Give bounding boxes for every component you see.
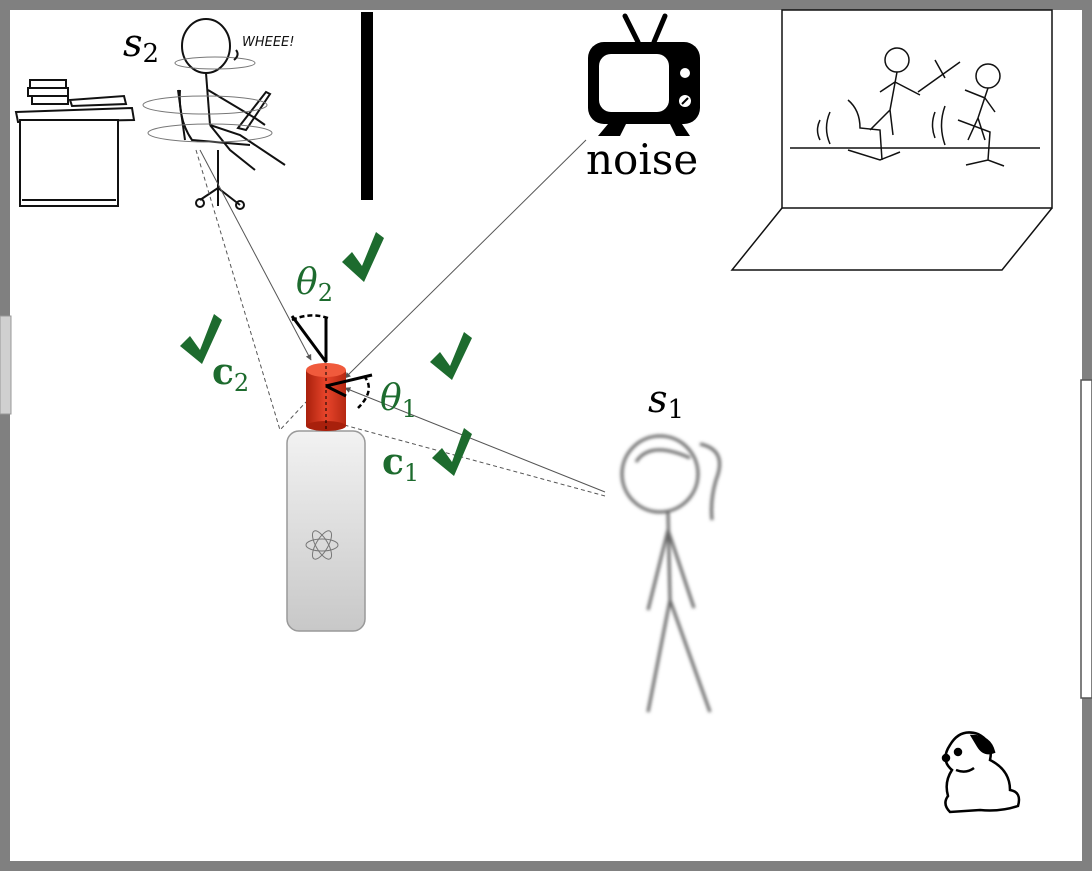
microphone-array: [306, 330, 346, 431]
tv-icon: [588, 13, 700, 136]
smart-speaker-device: [286, 430, 366, 632]
label-theta2: θ2: [296, 262, 333, 307]
atom-icon: [305, 530, 339, 560]
path-s1-direct: [344, 387, 606, 493]
path-s2-direct: [199, 149, 312, 361]
label-theta1: θ1: [380, 378, 417, 423]
wheee-speech: WHEEE!: [242, 35, 294, 50]
check-icon: [430, 332, 472, 380]
desk: [14, 79, 136, 207]
check-icon: [180, 314, 222, 364]
noise-label: noise: [586, 135, 698, 184]
angle-theta2: [290, 314, 329, 363]
label-s1: s1: [648, 377, 684, 425]
path-noise: [344, 139, 587, 379]
angle-theta1: [325, 373, 373, 409]
path-c2-reflection: [195, 149, 307, 431]
dog-icon: [941, 731, 1021, 814]
label-s2: s2: [123, 21, 159, 69]
check-icon: [342, 232, 384, 282]
label-c2: c2: [212, 351, 249, 397]
person-s2-on-chair: [142, 18, 286, 210]
label-c1: c1: [382, 441, 419, 487]
left-door: [0, 315, 12, 415]
partition-wall: [361, 12, 373, 200]
right-window: [1080, 379, 1092, 699]
person-s1: [620, 434, 721, 713]
laptop-screen: [730, 9, 1053, 271]
check-icon: [432, 428, 472, 476]
